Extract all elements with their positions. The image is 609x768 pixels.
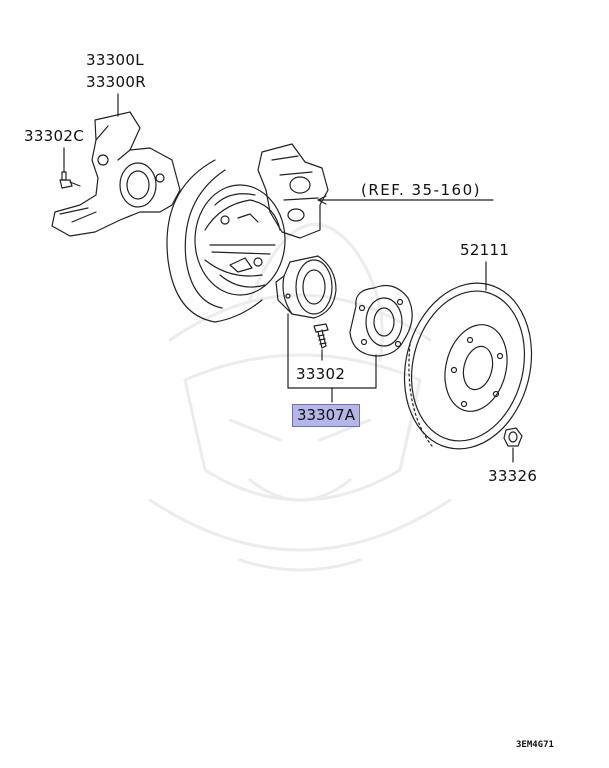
label-33300l[interactable]: 33300L [86,51,144,69]
hub-assembly-bracket [287,313,377,403]
steering-knuckle-part [51,111,181,237]
hub-flange-part [349,285,413,357]
brake-rotor-part [403,282,533,450]
hub-nut-part [503,427,523,447]
label-33326[interactable]: 33326 [488,467,538,485]
label-ref: (REF. 35-160) [361,181,481,199]
diagram-code: 3EM4G71 [516,740,554,750]
backing-plate-part [166,159,286,323]
hub-bearing-part [275,255,337,319]
label-33302c[interactable]: 33302C [24,127,84,145]
label-52111[interactable]: 52111 [460,241,510,259]
bolt-part [59,171,81,189]
caliper-part [257,143,329,239]
label-33300r[interactable]: 33300R [86,73,146,91]
label-33307a-highlighted[interactable]: 33307A [292,404,360,427]
label-33302[interactable]: 33302 [296,365,346,383]
ref-leader-line [317,195,494,205]
wheel-stud-part [313,323,329,349]
watermark [148,222,452,572]
